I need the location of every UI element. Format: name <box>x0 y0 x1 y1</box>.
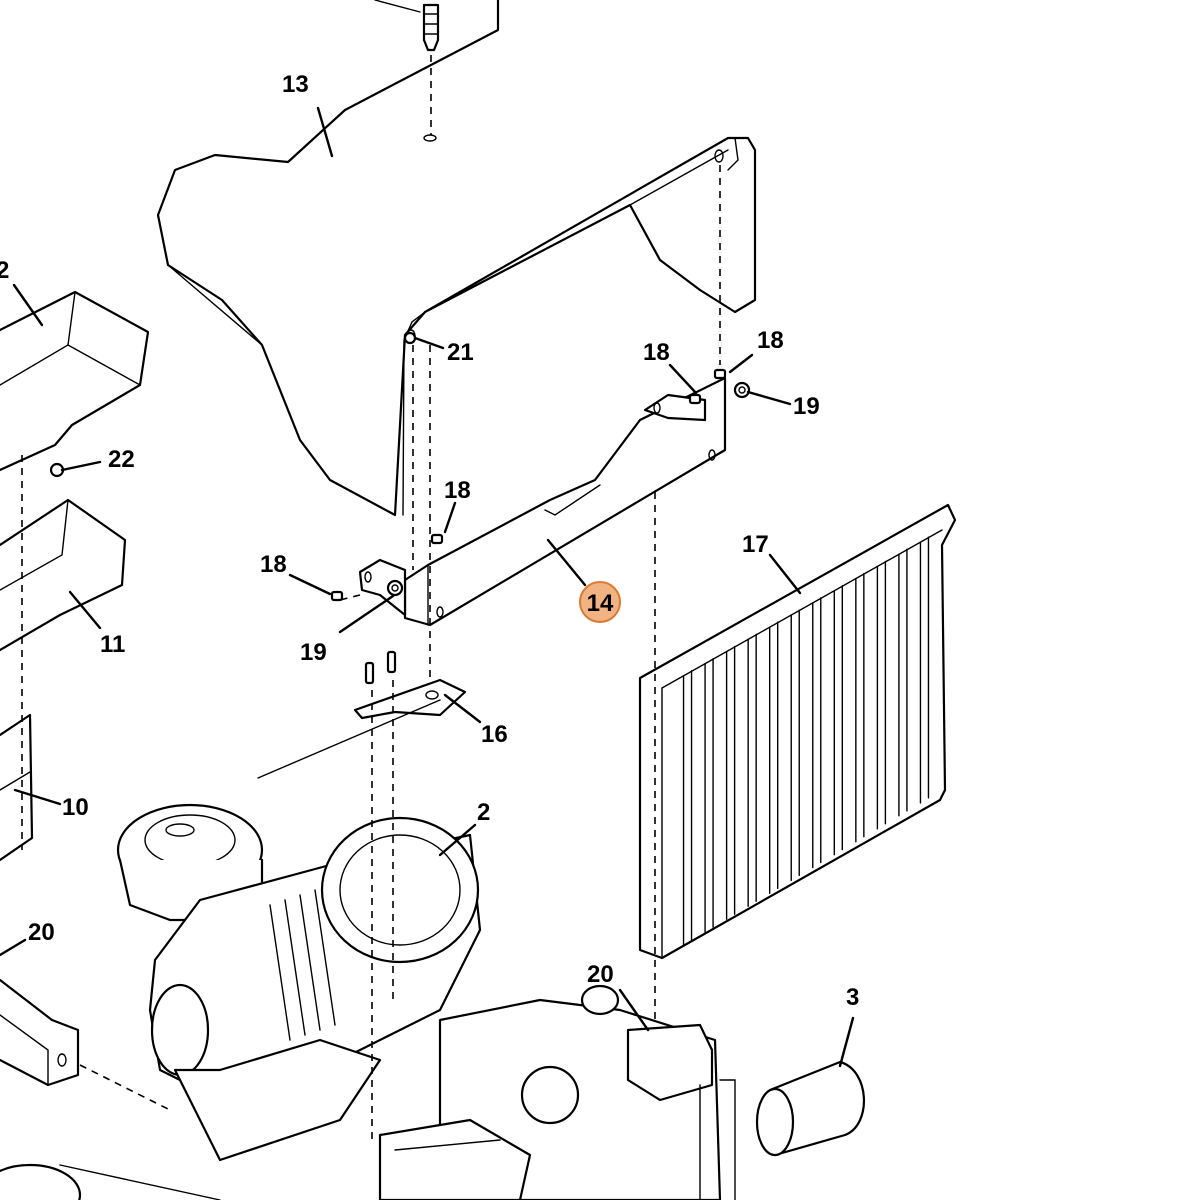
callout-19-lower: 19 <box>300 639 327 666</box>
bolt-washer-parts <box>49 331 751 602</box>
callout-17: 17 <box>742 531 769 558</box>
engine-lower-part <box>0 984 736 1200</box>
callout-20-left: 20 <box>28 919 55 946</box>
callout-21: 21 <box>447 339 474 366</box>
callout-3: 3 <box>846 984 859 1011</box>
air-cleaner-part <box>116 803 482 1162</box>
left-lower-bracket-part <box>0 978 80 1087</box>
left-lower-panel-part <box>0 498 127 652</box>
callout-20-right: 20 <box>587 961 614 988</box>
callout-12: 2 <box>0 257 9 284</box>
callout-19-upper: 19 <box>793 393 820 420</box>
callout-22: 22 <box>108 446 135 473</box>
alignment-lines <box>21 55 721 1140</box>
hood-shroud-part <box>156 0 757 517</box>
radiator-grille-part <box>638 503 957 960</box>
callout-11: 11 <box>100 631 125 658</box>
callout-18-left: 18 <box>260 551 287 578</box>
callout-18-middle: 18 <box>444 477 471 504</box>
highlight-circle <box>579 581 621 623</box>
left-panel-part <box>0 290 150 472</box>
leader-lines <box>0 106 855 1068</box>
callout-13: 13 <box>282 71 309 98</box>
filter-cylinder-part <box>755 1060 866 1157</box>
top-fastener-part <box>374 0 440 52</box>
mounting-plate-part <box>257 650 467 779</box>
callout-labels: 13 2 21 18 18 19 22 18 18 19 17 11 16 10… <box>0 71 859 1011</box>
callout-2: 2 <box>477 799 490 826</box>
callout-14[interactable]: 14 <box>587 590 614 617</box>
callout-16: 16 <box>481 721 508 748</box>
mounting-bracket-part <box>358 376 727 627</box>
left-bracket-part <box>0 713 34 862</box>
callout-18-upper-left: 18 <box>643 339 670 366</box>
callout-18-upper-right: 18 <box>757 327 784 354</box>
highlighted-callout-14[interactable]: 14 <box>579 581 621 623</box>
callout-10: 10 <box>62 794 89 821</box>
